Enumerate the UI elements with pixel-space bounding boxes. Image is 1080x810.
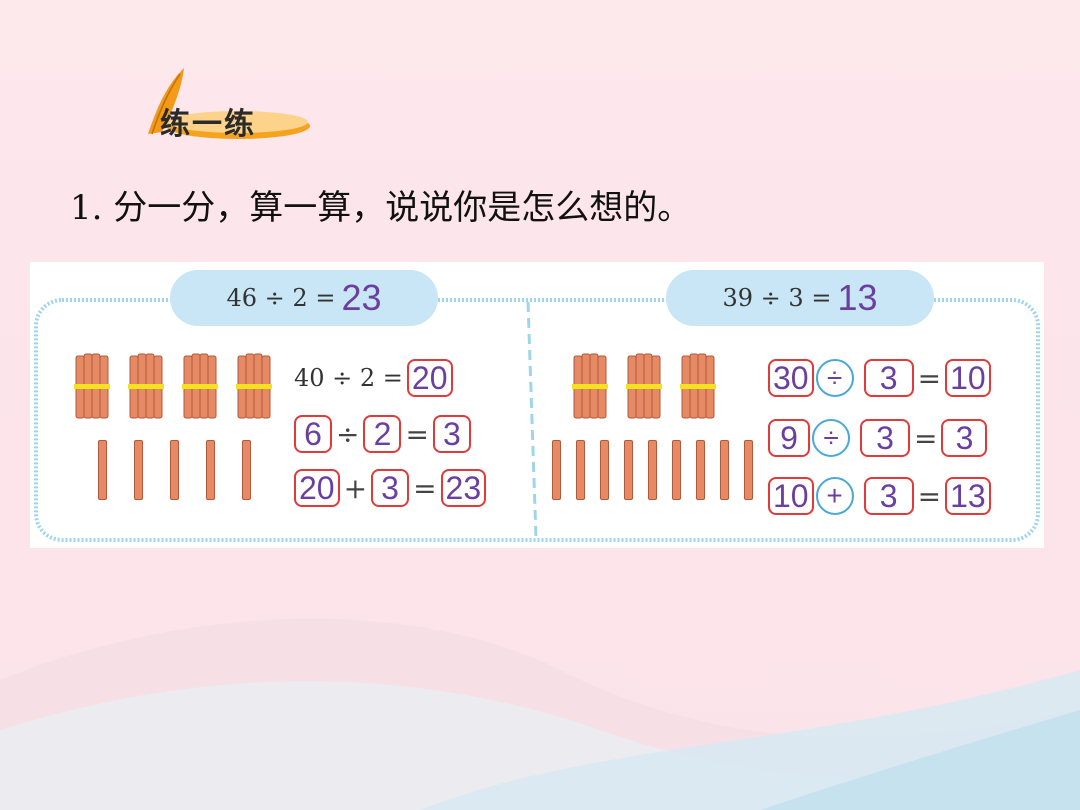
single-stick-icon <box>576 440 585 500</box>
right-row-3: 10 + 3 = 13 <box>768 476 991 516</box>
stick-bundle-icon <box>236 353 272 419</box>
answer-box: 6 <box>294 415 332 453</box>
operator: + <box>343 471 368 505</box>
answer-box: 3 <box>863 359 914 397</box>
stick-bundle-icon <box>680 353 716 419</box>
single-stick-icon <box>600 440 609 500</box>
answer-box: 10 <box>945 359 991 397</box>
stick-bundle-icon <box>128 353 164 419</box>
equals-sign: = <box>405 417 429 451</box>
single-stick-icon <box>242 440 251 500</box>
answer-box: 3 <box>863 477 914 515</box>
section-badge-icon <box>148 68 310 139</box>
single-stick-icon <box>648 440 657 500</box>
stick-bundle-icon <box>572 353 608 419</box>
single-stick-icon <box>624 440 633 500</box>
left-row-1: 40 ÷ 2 = 20 <box>294 358 453 398</box>
right-row-1: 30 ÷ 3 = 10 <box>768 358 991 398</box>
answer-box: 30 <box>768 359 814 397</box>
answer-box: 23 <box>440 469 487 507</box>
stick-bundle-icon <box>182 353 218 419</box>
left-row1-expr: 40 ÷ 2 = <box>294 364 403 392</box>
single-stick-icon <box>98 440 107 500</box>
stick-bundle-icon <box>626 353 662 419</box>
single-stick-icon <box>134 440 143 500</box>
question-text: 1. 分一分，算一算，说说你是怎么想的。 <box>70 188 692 228</box>
answer-box: 9 <box>768 419 810 457</box>
single-stick-icon <box>672 440 681 500</box>
single-stick-icon <box>696 440 705 500</box>
left-row1-answer-box: 20 <box>406 359 453 397</box>
right-header-equation: 39 ÷ 3 = 13 <box>666 270 934 326</box>
stick-bundle-icon <box>74 353 110 419</box>
right-header-answer: 13 <box>837 277 878 318</box>
exercise-panel: 46 ÷ 2 = 23 39 ÷ 3 = 13 40 ÷ 2 = 20 6 ÷ … <box>30 262 1044 548</box>
right-header-expr: 39 ÷ 3 = <box>722 284 832 312</box>
left-header-equation: 46 ÷ 2 = 23 <box>170 270 438 326</box>
equals-sign: = <box>917 361 942 395</box>
operator: ÷ <box>336 417 360 451</box>
answer-box: 10 <box>768 477 814 515</box>
equals-sign: = <box>917 479 942 513</box>
answer-box: 20 <box>294 469 340 507</box>
answer-box: 13 <box>945 477 991 515</box>
answer-box: 3 <box>941 419 988 457</box>
left-header-answer: 23 <box>341 277 382 318</box>
answer-box: 2 <box>363 415 402 453</box>
answer-box: 3 <box>860 419 910 457</box>
left-row-3: 20 + 3 = 23 <box>294 468 487 508</box>
equals-sign: = <box>914 421 938 455</box>
equals-sign: = <box>413 471 437 505</box>
operator-circle: + <box>815 477 854 515</box>
right-row-2: 9 ÷ 3 = 3 <box>768 418 988 458</box>
single-stick-icon <box>206 440 215 500</box>
answer-box: 3 <box>371 469 410 507</box>
section-title: 练一练 <box>160 107 256 142</box>
single-stick-icon <box>170 440 179 500</box>
operator-circle: ÷ <box>815 359 854 397</box>
panel-frame <box>34 298 1040 542</box>
left-header-expr: 46 ÷ 2 = <box>226 284 336 312</box>
background-waves <box>0 618 1080 810</box>
single-stick-icon <box>744 440 753 500</box>
single-stick-icon <box>552 440 561 500</box>
operator-circle: ÷ <box>812 419 850 457</box>
single-stick-icon <box>720 440 729 500</box>
left-row-2: 6 ÷ 2 = 3 <box>294 414 471 454</box>
answer-box: 3 <box>432 415 471 453</box>
